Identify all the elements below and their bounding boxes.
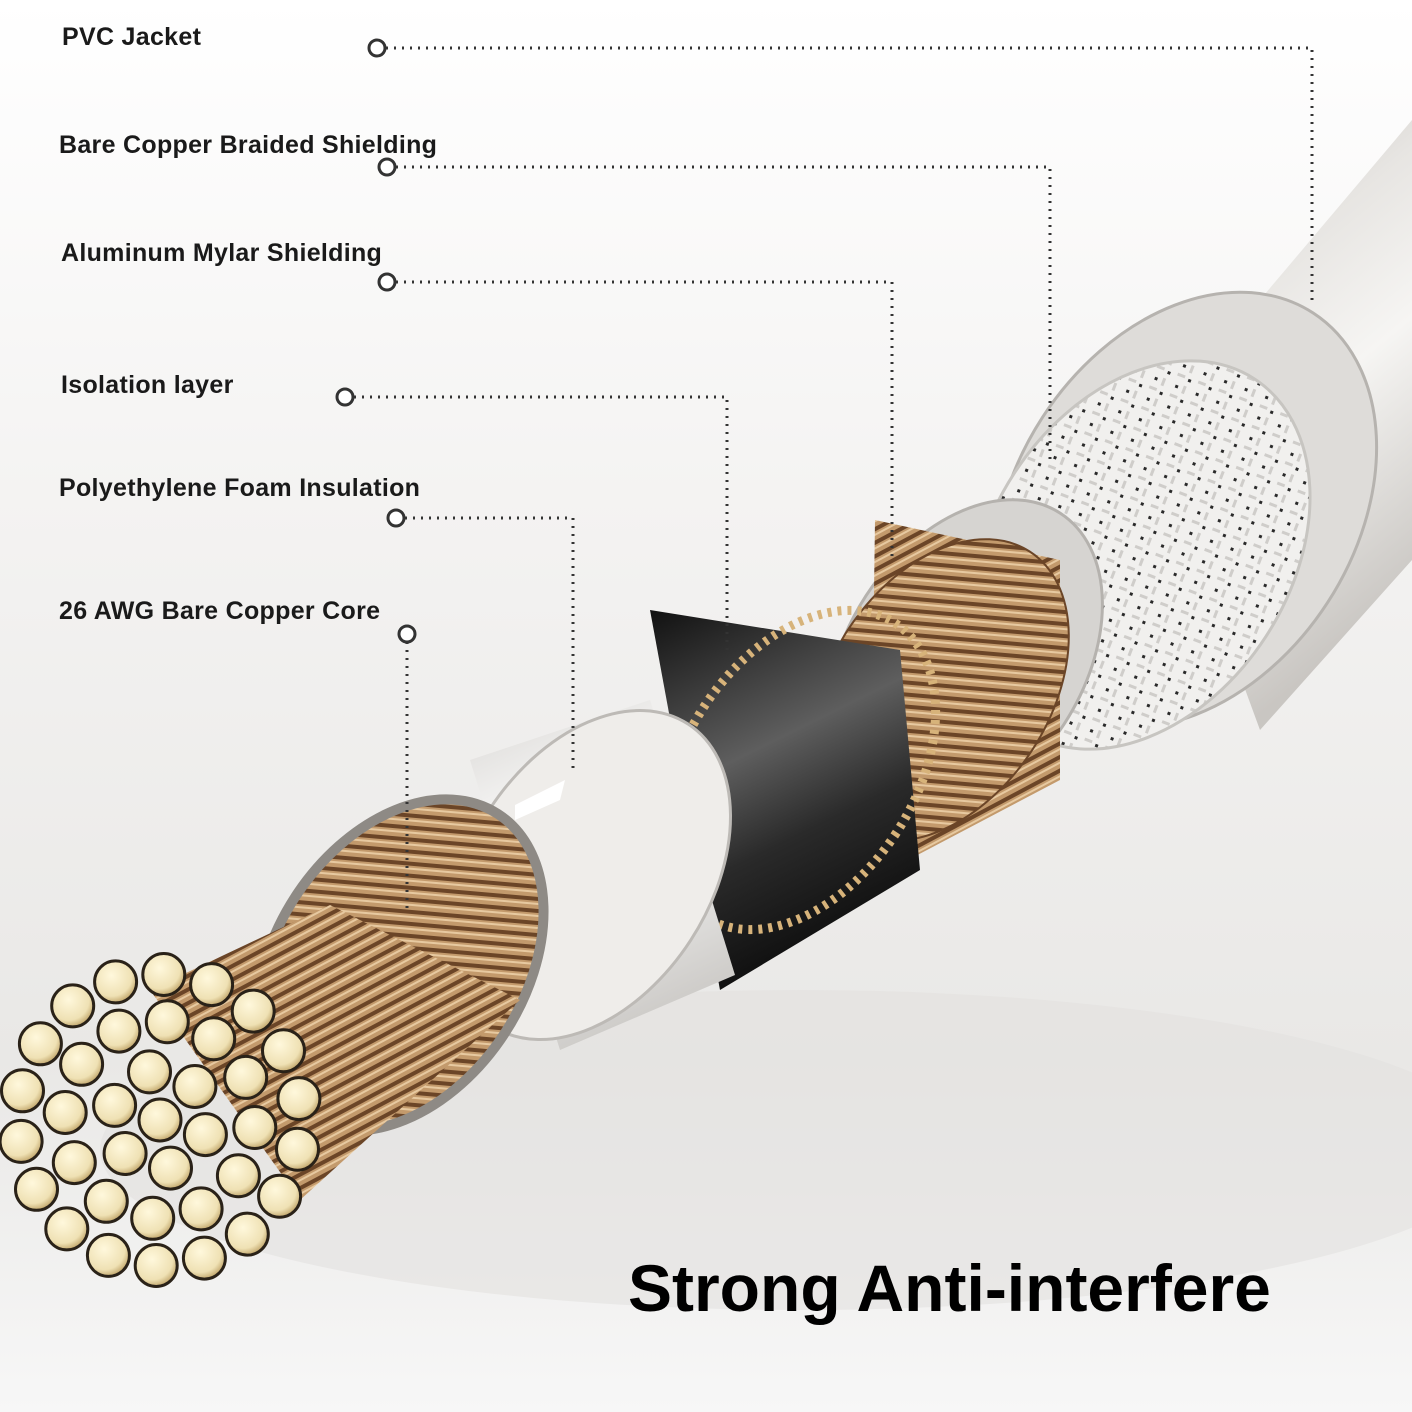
strand-end: [276, 1076, 322, 1122]
strand-end: [144, 999, 190, 1045]
cable-illustration: [0, 120, 1412, 1288]
strand-end: [92, 1082, 138, 1128]
strand-end: [257, 1173, 303, 1219]
leader-lines: [354, 46, 1314, 910]
strand-end: [85, 1232, 131, 1278]
strand-end: [59, 1041, 105, 1087]
strand-end: [215, 1153, 261, 1199]
strand-end: [83, 1178, 129, 1224]
strand-end: [148, 1145, 193, 1191]
strand-end: [178, 1186, 224, 1232]
leader-line-foam-insulation: [405, 516, 575, 770]
strand-end: [51, 1140, 97, 1186]
foam-highlight: [515, 780, 565, 820]
strand-end: [130, 1195, 176, 1241]
strand-end: [223, 1054, 269, 1100]
marker-isolation-layer: [335, 387, 355, 407]
marker-pvc-jacket: [367, 38, 387, 58]
core-strands-taper: [150, 905, 520, 1200]
strand-end: [189, 962, 235, 1008]
strand-end: [230, 988, 276, 1034]
strand-end: [50, 983, 96, 1029]
strand-end: [14, 1166, 59, 1212]
strand-end: [191, 1016, 237, 1062]
strand-end: [0, 1118, 44, 1164]
label-isolation-layer: Isolation layer: [61, 371, 234, 399]
strand-end: [0, 1068, 45, 1114]
strand-end: [232, 1105, 278, 1150]
strand-end: [17, 1021, 63, 1067]
leader-line-braided-shielding: [396, 165, 1052, 460]
isolation-layer-body: [650, 610, 920, 990]
strand-end: [261, 1028, 306, 1074]
strand-end: [93, 959, 139, 1005]
leader-line-mylar-shielding: [396, 280, 894, 560]
strand-end: [127, 1049, 172, 1095]
label-foam-insulation: Polyethylene Foam Insulation: [59, 474, 421, 502]
label-pvc-jacket: PVC Jacket: [62, 23, 202, 51]
strand-end: [96, 1008, 142, 1054]
label-mylar-shielding: Aluminum Mylar Shielding: [61, 239, 383, 267]
strand-end: [42, 1090, 88, 1135]
headline: Strong Anti-interfere: [628, 1251, 1271, 1325]
strand-end: [181, 1235, 227, 1281]
strand-end: [182, 1112, 228, 1158]
leader-line-isolation-layer: [354, 395, 729, 655]
label-braided-shielding: Bare Copper Braided Shielding: [59, 131, 438, 159]
leader-markers: [335, 38, 417, 644]
strand-end: [137, 1097, 183, 1143]
strand-end: [224, 1211, 270, 1257]
strand-end: [275, 1126, 320, 1172]
strand-end: [172, 1064, 218, 1109]
marker-copper-core: [397, 624, 417, 644]
label-copper-core: 26 AWG Bare Copper Core: [59, 597, 381, 625]
core-strand-ends: [0, 952, 322, 1288]
strand-end: [44, 1206, 90, 1252]
marker-mylar-shielding: [377, 272, 397, 292]
strand-end: [102, 1131, 148, 1176]
marker-braided-shielding: [377, 157, 397, 177]
strand-end: [133, 1243, 179, 1288]
strand-end: [141, 952, 187, 997]
marker-foam-insulation: [386, 508, 406, 528]
